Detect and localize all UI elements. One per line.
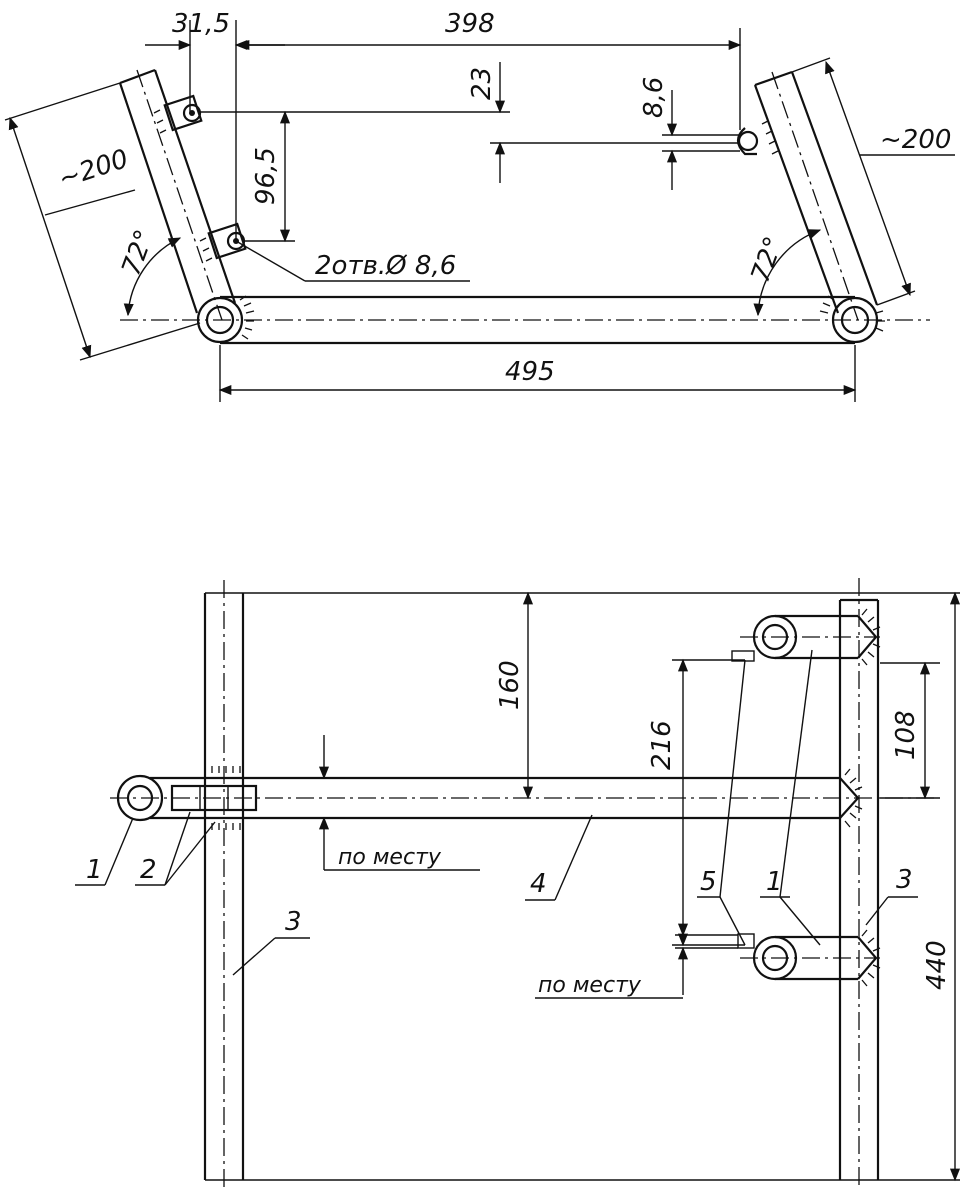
callout-label-4: 4 bbox=[530, 869, 547, 899]
dim-label-96-5: 96,5 bbox=[251, 147, 281, 205]
callout-1-left: 1 bbox=[75, 817, 134, 886]
lower-right-lug bbox=[737, 929, 881, 987]
left-leg bbox=[118, 68, 247, 321]
callout-label-5: 5 bbox=[700, 867, 717, 897]
callout-2: 2 bbox=[135, 811, 216, 886]
upper-right-lug bbox=[731, 608, 881, 666]
dim-96-5: 96,5 bbox=[244, 110, 295, 243]
callout-label-1-right: 1 bbox=[766, 867, 783, 897]
left-pivot bbox=[196, 295, 255, 344]
angle-label-72-right: 72° bbox=[746, 233, 790, 287]
dim-label-108: 108 bbox=[891, 710, 921, 760]
bottom-tube bbox=[120, 295, 930, 345]
dim-200-right: ~200 bbox=[791, 57, 955, 306]
callout-1-right: 1 bbox=[760, 649, 821, 946]
dim-398: 398 bbox=[236, 9, 742, 130]
dim-160: 160 bbox=[495, 591, 534, 800]
angle-label-72-left: 72° bbox=[116, 226, 160, 280]
note-in-place-left: по месту bbox=[310, 735, 480, 871]
left-rail bbox=[203, 580, 245, 1190]
dim-label-23: 23 bbox=[467, 67, 497, 100]
right-pivot bbox=[819, 295, 885, 344]
dim-label-200-right: ~200 bbox=[880, 125, 951, 155]
dim-216: 216 bbox=[647, 658, 745, 947]
callout-3-left: 3 bbox=[232, 907, 310, 976]
callout-label-2: 2 bbox=[140, 855, 157, 885]
dim-label-216: 216 bbox=[647, 720, 677, 770]
left-pivot-top bbox=[116, 774, 164, 822]
top-view: 160 216 108 440 по месту bbox=[75, 578, 961, 1190]
callout-label-3-left: 3 bbox=[285, 907, 302, 937]
dim-108: 108 bbox=[880, 661, 940, 800]
right-leg bbox=[736, 70, 879, 321]
dim-label-8-6: 8,6 bbox=[639, 77, 669, 118]
callout-3-right: 3 bbox=[865, 865, 918, 926]
dim-label-495: 495 bbox=[505, 357, 555, 387]
callout-5: 5 bbox=[697, 659, 746, 946]
dim-8-6: 8,6 bbox=[639, 77, 740, 190]
note-in-place-right: по месту bbox=[535, 923, 738, 999]
dim-23: 23 bbox=[200, 62, 740, 183]
angle-72-right: 72° bbox=[746, 229, 822, 317]
callout-4: 4 bbox=[525, 814, 593, 901]
callout-label-1-left: 1 bbox=[86, 855, 103, 885]
note-in-place-right-text: по месту bbox=[538, 973, 642, 998]
dim-label-200-left: ~200 bbox=[55, 144, 132, 195]
holes-note: 2отв.Ø 8,6 bbox=[235, 240, 470, 282]
holes-note-text: 2отв.Ø 8,6 bbox=[315, 251, 456, 281]
right-rail bbox=[838, 578, 880, 1185]
side-view: 31,5 398 23 8,6 96,5 bbox=[4, 9, 955, 402]
crossbar bbox=[110, 766, 935, 830]
dim-label-160: 160 bbox=[495, 660, 525, 710]
dim-label-31-5: 31,5 bbox=[172, 9, 230, 39]
note-in-place-left-text: по месту bbox=[338, 845, 442, 870]
dim-label-440: 440 bbox=[922, 940, 952, 990]
dim-label-398: 398 bbox=[445, 9, 495, 39]
angle-72-left: 72° bbox=[116, 226, 182, 317]
dim-440: 440 bbox=[922, 591, 961, 1182]
dim-495: 495 bbox=[218, 345, 857, 402]
callout-label-3-right: 3 bbox=[896, 865, 913, 895]
